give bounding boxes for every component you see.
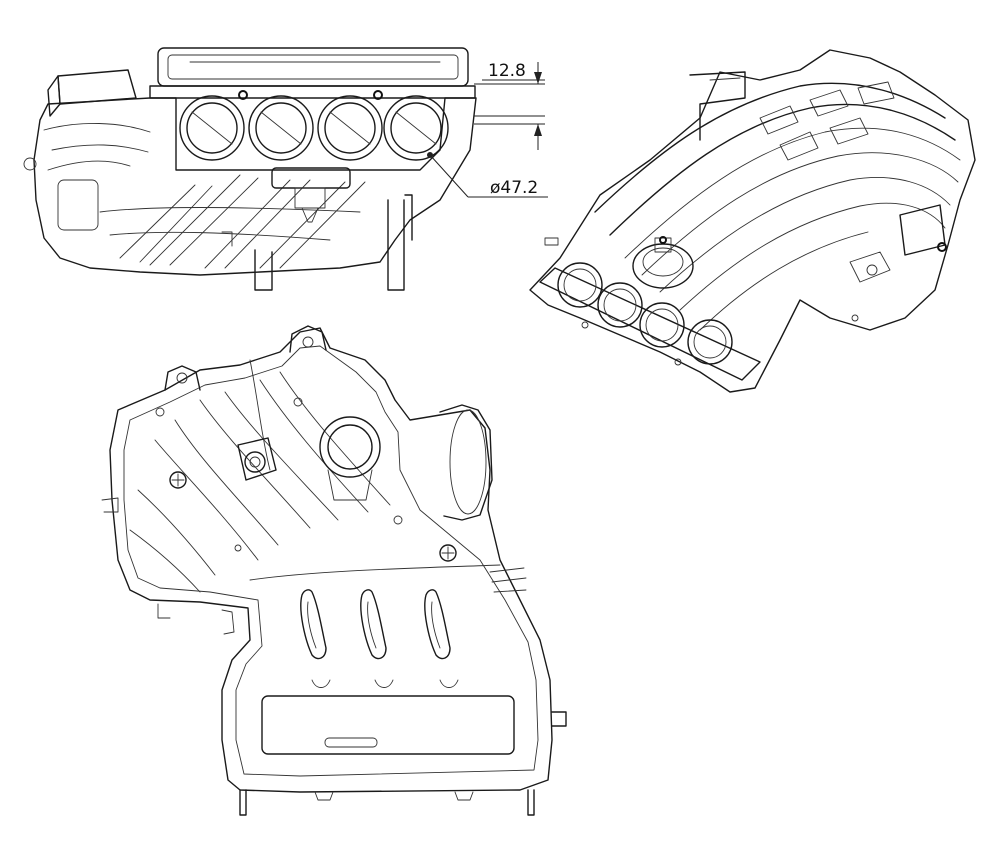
dimension-bore-diameter-label: ø47.2	[490, 178, 538, 198]
dimension-offset-label: 12.8	[488, 61, 526, 81]
isometric-view	[529, 49, 976, 393]
dimension-bore-diameter: ø47.2	[427, 152, 548, 198]
dimension-leader-dot	[427, 152, 433, 158]
dimension-arrow-bottom	[534, 124, 542, 136]
dimension-arrow-top	[534, 72, 542, 84]
front-view	[23, 47, 477, 291]
dimension-offset: 12.8	[474, 61, 545, 150]
top-view	[101, 325, 567, 816]
